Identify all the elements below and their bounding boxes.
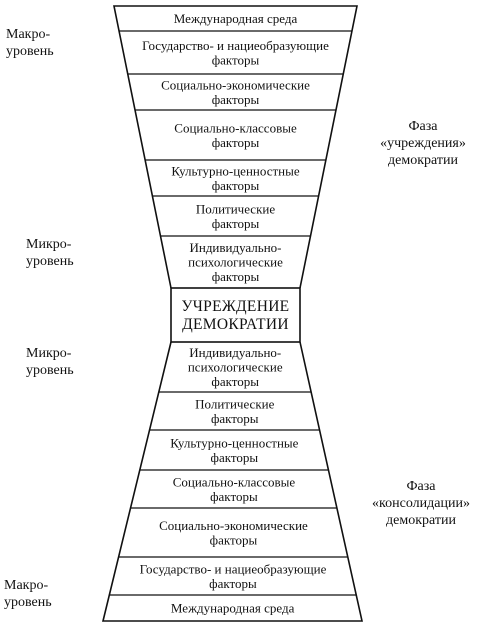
top-level-3-line-1: Социально-экономические — [161, 77, 310, 92]
center-box — [170, 287, 301, 343]
top-level-6-line-1: Политические — [196, 201, 275, 216]
micro-level-label-top: Микро-уровень — [26, 237, 74, 269]
top-level-4-line-1: Социально-классовые — [174, 120, 297, 135]
phase-establishment-label: Фаза «учреждения» демократии — [380, 119, 466, 168]
bottom-level-1-line-2: психологические — [188, 360, 283, 375]
top-level-2-line-1: Государство- и нациеобразующие — [142, 38, 329, 53]
bottom-level-1-line-3: факторы — [211, 374, 259, 389]
top-level-7-line-1: Индивидуально- — [189, 240, 281, 255]
top-level-7-line-3: факторы — [212, 269, 260, 284]
bottom-level-2-line-2: факторы — [211, 411, 259, 426]
macro-level-label-bottom: Макро-уровень — [4, 578, 52, 610]
bottom-level-4-line-2: факторы — [210, 489, 258, 504]
top-level-2-line-2: факторы — [212, 52, 260, 67]
macro-level-label-top: Макро-уровень — [6, 27, 54, 59]
top-level-3-line-2: факторы — [212, 92, 260, 107]
bottom-level-1-line-1: Индивидуально- — [189, 345, 281, 360]
top-level-4-line-2: факторы — [212, 135, 260, 150]
top-level-6-line-2: факторы — [212, 216, 260, 231]
center-box-line-2: ДЕМОКРАТИИ — [182, 316, 289, 333]
bottom-level-6-line-2: факторы — [209, 576, 257, 591]
top-level-5-line-2: факторы — [212, 178, 260, 193]
funnel-bottom-outline — [101, 341, 363, 622]
top-level-1-line-1: Международная среда — [174, 11, 298, 26]
bottom-level-7-line-1: Международная среда — [171, 601, 295, 616]
micro-level-label-bottom: Микро-уровень — [26, 346, 74, 378]
top-level-5-line-1: Культурно-ценностные — [171, 163, 299, 178]
bottom-level-5-line-2: факторы — [210, 532, 258, 547]
bottom-level-5-line-1: Социально-экономические — [159, 518, 308, 533]
phase-consolidation-label: Фаза «консолидации» демократии — [372, 479, 470, 528]
funnel-top-outline — [113, 5, 358, 289]
bottom-level-3-line-2: факторы — [211, 450, 259, 465]
bottom-funnel-levels: Индивидуально-психологическиефакторыПоли… — [109, 345, 357, 616]
top-level-7-line-2: психологические — [188, 255, 283, 270]
bottom-level-4-line-1: Социально-классовые — [173, 474, 296, 489]
bottom-level-3-line-1: Культурно-ценностные — [170, 435, 298, 450]
bottom-level-6-line-1: Государство- и нациеобразующие — [140, 561, 327, 576]
center-box-line-1: УЧРЕЖДЕНИЕ — [182, 298, 290, 315]
funnel-outline — [101, 5, 363, 622]
bottom-level-2-line-1: Политические — [195, 396, 274, 411]
